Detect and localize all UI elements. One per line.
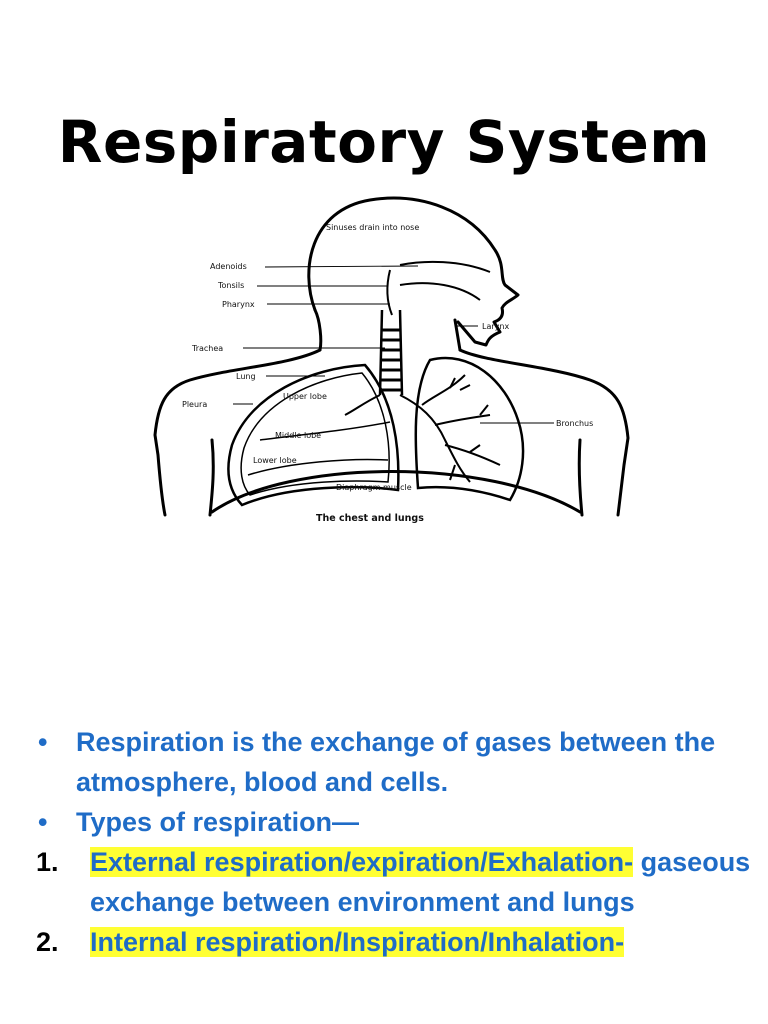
label-larynx: Larynx — [482, 322, 509, 331]
list-number: 1. — [36, 847, 59, 877]
label-pharynx: Pharynx — [222, 300, 255, 309]
label-lower-lobe: Lower lobe — [253, 456, 297, 465]
numbered-item: 2. Internal respiration/Inspiration/Inha… — [36, 922, 756, 962]
label-tonsils: Tonsils — [217, 281, 244, 290]
highlighted-text: Internal respiration/Inspiration/Inhalat… — [90, 927, 625, 957]
label-bronchus: Bronchus — [556, 419, 593, 428]
highlighted-text: External respiration/expiration/Exhalati… — [90, 847, 634, 877]
slide-title: Respiratory System — [57, 108, 711, 176]
label-lung: Lung — [236, 372, 256, 381]
bullet-text: Types of respiration— — [76, 807, 360, 837]
label-pleura: Pleura — [182, 400, 207, 409]
slide-body: • Respiration is the exchange of gases b… — [36, 722, 756, 962]
bullet-item: • Types of respiration— — [36, 802, 756, 842]
bullet-text: Respiration is the exchange of gases bet… — [76, 727, 716, 797]
diagram-caption: The chest and lungs — [316, 513, 424, 524]
label-middle-lobe: Middle lobe — [275, 431, 321, 440]
label-diaphragm: Diaphragm muscle — [336, 483, 412, 492]
bullet-dot-icon: • — [38, 807, 48, 837]
bullet-item: • Respiration is the exchange of gases b… — [36, 722, 756, 802]
list-number: 2. — [36, 927, 59, 957]
label-trachea: Trachea — [191, 344, 223, 353]
item-text: gaseous exchange between environment and… — [90, 847, 751, 917]
label-sinuses: Sinuses drain into nose — [326, 223, 419, 232]
bullet-dot-icon: • — [38, 727, 48, 757]
label-upper-lobe: Upper lobe — [283, 392, 327, 401]
numbered-item: 1. External respiration/expiration/Exhal… — [36, 842, 756, 922]
label-adenoids: Adenoids — [210, 262, 247, 271]
respiratory-diagram: Sinuses drain into nose Adenoids Tonsils… — [150, 190, 630, 534]
